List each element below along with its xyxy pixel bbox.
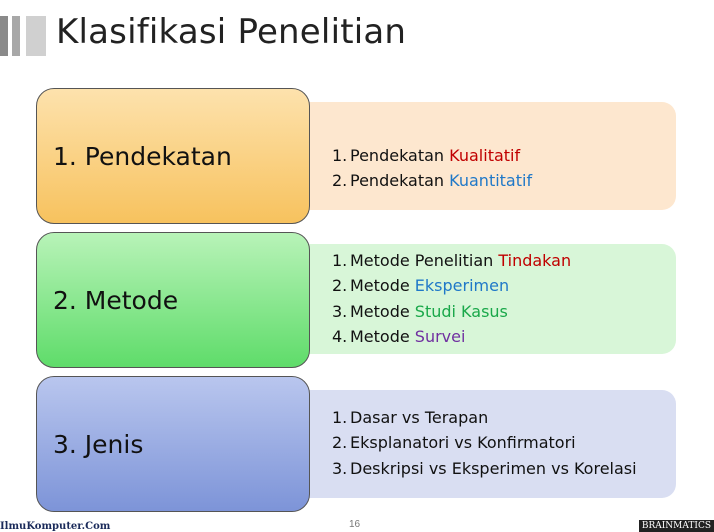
detail-panel-metode: 1.Metode Penelitian Tindakan 2.Metode Ek… xyxy=(296,244,676,354)
row-pendekatan: 1.Pendekatan Kualitatif 2.Pendekatan Kua… xyxy=(36,88,676,224)
list-item: 1.Dasar vs Terapan xyxy=(332,408,489,427)
list-item: 1.Metode Penelitian Tindakan xyxy=(332,251,572,270)
slide-title: Klasifikasi Penelitian xyxy=(56,12,407,52)
list-jenis: 1.Dasar vs Terapan 2.Eksplanatori vs Kon… xyxy=(332,405,637,481)
label-box-jenis: 3. Jenis xyxy=(36,376,310,512)
footer-logo-ilmukomputer: IlmuKomputer.Com xyxy=(0,521,111,532)
detail-panel-pendekatan: 1.Pendekatan Kualitatif 2.Pendekatan Kua… xyxy=(296,102,676,210)
label-jenis: 3. Jenis xyxy=(53,429,144,459)
list-metode: 1.Metode Penelitian Tindakan 2.Metode Ek… xyxy=(332,248,571,349)
label-box-metode: 2. Metode xyxy=(36,232,310,368)
list-pendekatan: 1.Pendekatan Kualitatif 2.Pendekatan Kua… xyxy=(332,143,532,194)
detail-panel-jenis: 1.Dasar vs Terapan 2.Eksplanatori vs Kon… xyxy=(296,390,676,498)
title-accent-bars xyxy=(0,16,48,56)
list-item: 2.Metode Eksperimen xyxy=(332,276,510,296)
accent-bar-dark xyxy=(0,16,8,56)
accent-bar-light xyxy=(26,16,46,56)
label-box-pendekatan: 1. Pendekatan xyxy=(36,88,310,224)
row-metode: 1.Metode Penelitian Tindakan 2.Metode Ek… xyxy=(36,232,676,368)
list-item: 3.Metode Studi Kasus xyxy=(332,301,508,321)
label-pendekatan: 1. Pendekatan xyxy=(53,141,232,171)
row-jenis: 1.Dasar vs Terapan 2.Eksplanatori vs Kon… xyxy=(36,376,676,512)
list-item: 2.Eksplanatori vs Konfirmatori xyxy=(332,433,576,453)
page-number: 16 xyxy=(349,519,361,530)
label-metode: 2. Metode xyxy=(53,285,179,315)
list-item: 3.Deskripsi vs Eksperimen vs Korelasi xyxy=(332,458,637,478)
accent-bar-mid xyxy=(12,16,20,56)
list-item: 4.Metode Survei xyxy=(332,326,466,346)
list-item: 2.Pendekatan Kuantitatif xyxy=(332,171,533,191)
list-item: 1.Pendekatan Kualitatif xyxy=(332,146,521,165)
footer-logo-brainmatics: BRAINMATICS xyxy=(638,520,714,532)
